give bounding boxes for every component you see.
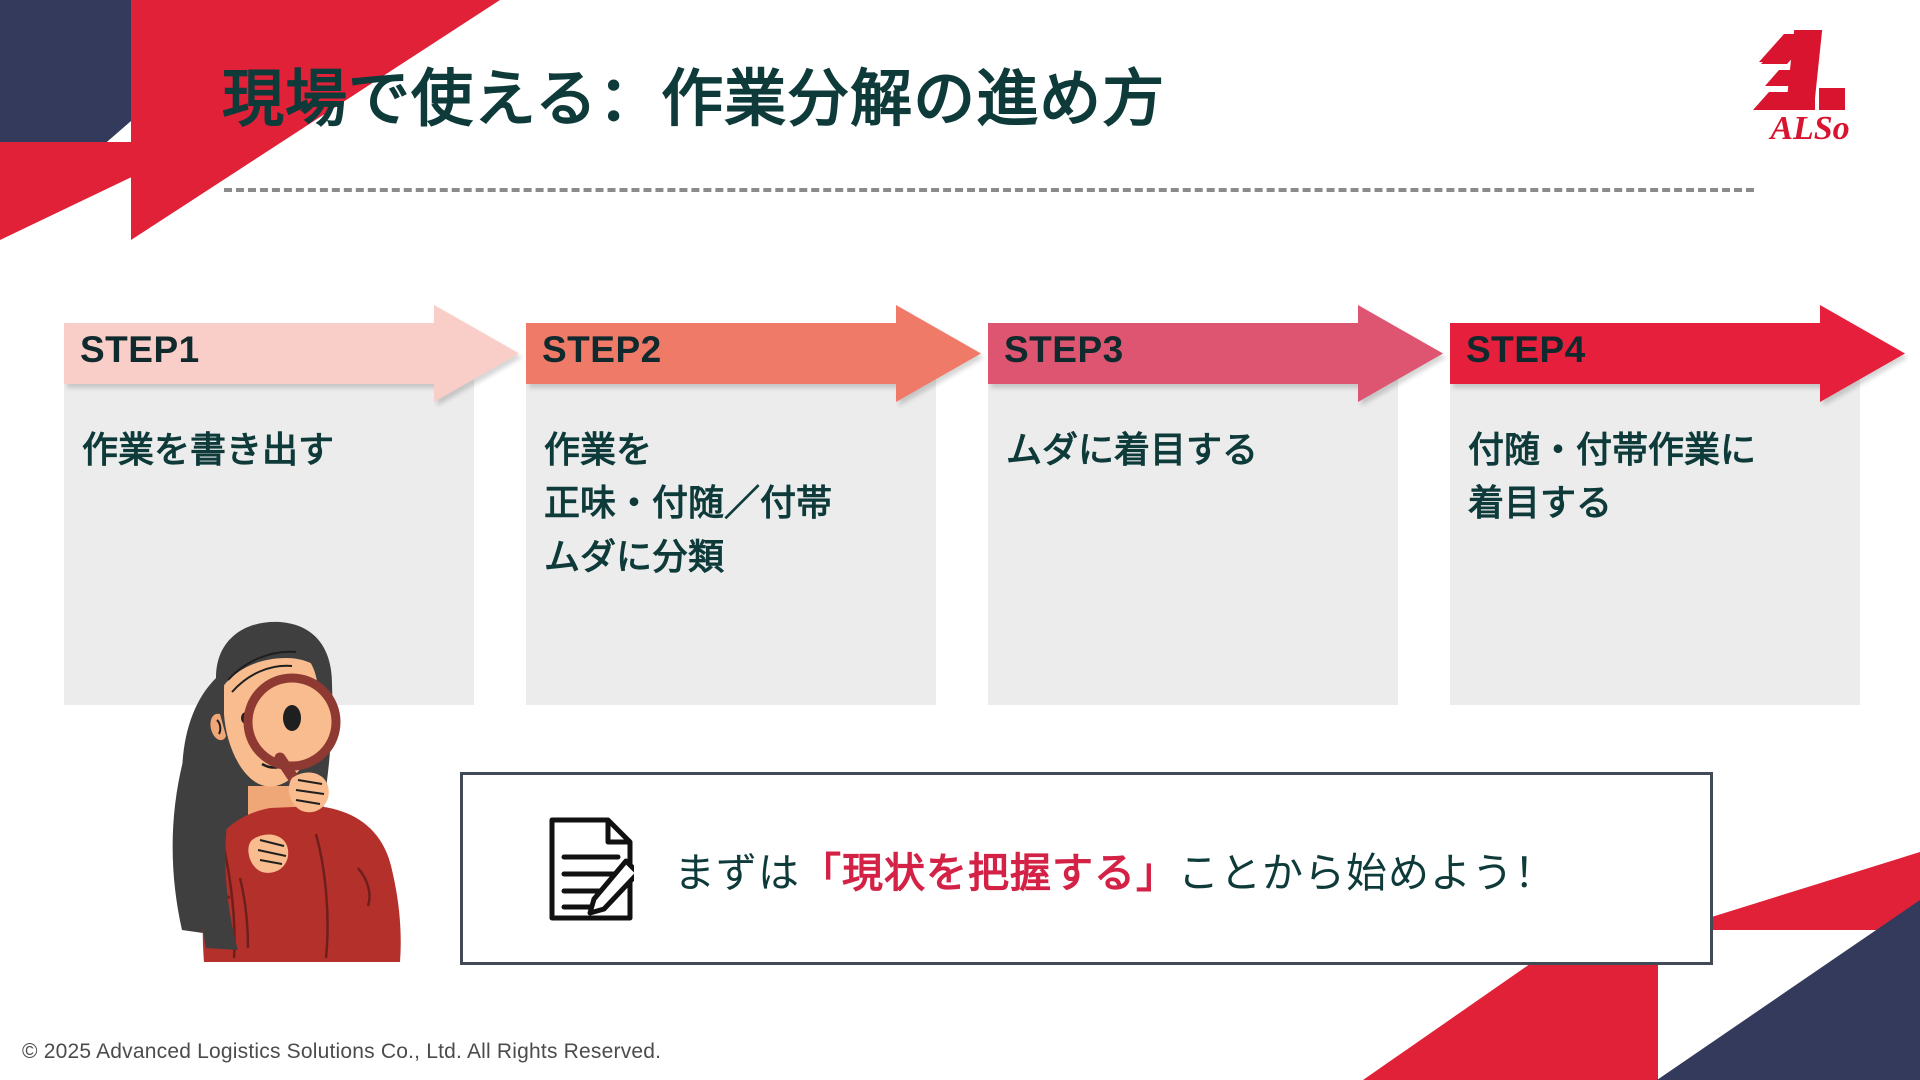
step-card-1[interactable]: STEP1 作業を書き出す [64, 305, 519, 705]
step-label-2: STEP2 [542, 329, 662, 370]
magnified-eye [283, 705, 301, 731]
also-logo: ALSo [1735, 22, 1885, 147]
step-body-1: 作業を書き出す [82, 429, 335, 470]
step-body-4: 付随・付帯作業に 着目する [1468, 429, 1757, 524]
magnifying-glass [243, 673, 341, 806]
step-label-4: STEP4 [1466, 329, 1586, 370]
footer-copyright: © 2025 Advanced Logistics Solutions Co.,… [22, 1040, 662, 1063]
callout-box: まずは「現状を把握する」ことから始めよう！ [460, 772, 1713, 965]
step-arrow-3 [988, 305, 1443, 402]
step-card-body-4 [1450, 342, 1860, 705]
step-arrow-4 [1450, 305, 1905, 402]
also-logo-text: ALSo [1768, 110, 1849, 147]
step-body-2: 作業を 正味・付随／付帯 ムダに分類 [544, 429, 833, 577]
callout-prefix: まずは [674, 849, 800, 896]
arm-right [310, 810, 375, 918]
step-card-body-2 [526, 342, 936, 705]
step-arrow-2 [526, 305, 981, 402]
callout-highlight: 「現状を把握する」 [800, 849, 1178, 896]
document-pencil-icon [548, 817, 641, 921]
step-body-3: ムダに着目する [1006, 429, 1259, 470]
page-title: 現場で使える：作業分解の進め方 [222, 65, 1166, 134]
step-card-3[interactable]: STEP3 ムダに着目する [988, 305, 1443, 705]
step-card-4[interactable]: STEP4 付随・付帯作業に 着目する [1450, 305, 1905, 705]
hair-fringe [218, 639, 332, 694]
woman-with-magnifier-illustration [120, 618, 430, 970]
steps-container: STEP1 作業を書き出す STEP2 作業を 正味・付随／付帯 ムダに分類 S… [64, 305, 1905, 705]
callout-message: まずは「現状を把握する」ことから始めよう！ [674, 839, 1556, 899]
also-logo-mark [1753, 30, 1845, 110]
step-label-1: STEP1 [80, 329, 200, 370]
ear [210, 713, 226, 741]
step-card-body-3 [988, 342, 1398, 705]
step-card-2[interactable]: STEP2 作業を 正味・付随／付帯 ムダに分類 [526, 305, 981, 705]
hair-front-left [200, 798, 238, 950]
step-label-3: STEP3 [1004, 329, 1124, 370]
title-divider [224, 188, 1754, 192]
callout-suffix: ことから始めよう！ [1178, 849, 1556, 896]
step-arrow-1 [64, 305, 519, 402]
